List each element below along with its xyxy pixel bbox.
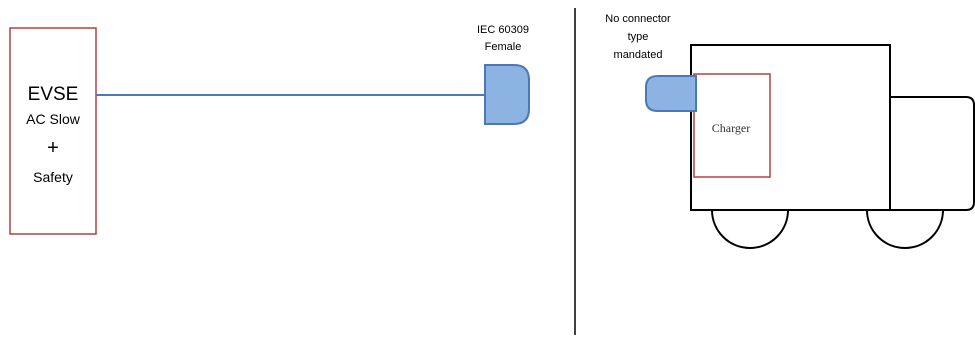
front-wheel <box>866 209 944 249</box>
socket-label-line1: IEC 60309 <box>477 24 529 36</box>
evse-ac-slow: AC Slow <box>26 111 81 127</box>
evse-safety: Safety <box>33 169 73 185</box>
vehicle-body <box>690 44 891 211</box>
charger-box <box>693 73 771 178</box>
vehicle-connector-label-line2: type <box>628 31 649 43</box>
evse-box <box>9 27 97 235</box>
vehicle-inlet-connector <box>645 75 697 112</box>
charger-label: Charger <box>712 121 750 135</box>
vehicle-connector-label-line1: No connector <box>605 13 671 25</box>
socket-label-line2: Female <box>485 41 522 53</box>
vehicle-connector-label-line3: mandated <box>614 49 663 61</box>
iec-60309-female-connector <box>484 64 530 125</box>
evse-plus: + <box>47 137 59 159</box>
evse-title: EVSE <box>28 84 79 105</box>
vehicle-cab <box>890 96 975 211</box>
rear-wheel <box>711 209 789 249</box>
